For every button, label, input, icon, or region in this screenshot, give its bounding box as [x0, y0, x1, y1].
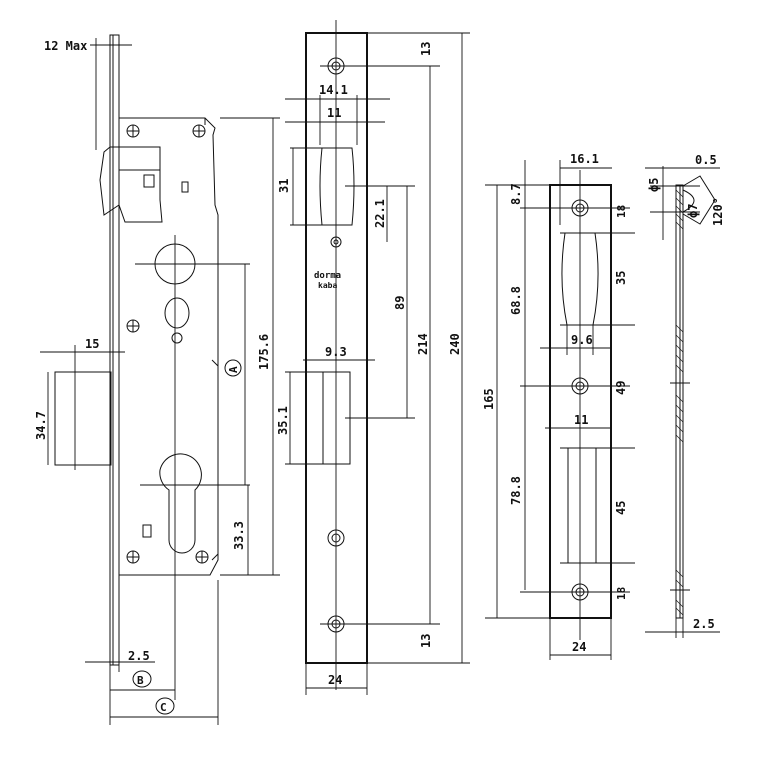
faceplate-lower-screw	[327, 529, 345, 547]
dim-plate-width: 24	[328, 673, 342, 687]
dim-top-hole: 13	[419, 42, 433, 56]
dim-side-thickness: 2.5	[693, 617, 715, 631]
dim-latch-width-inner: 11	[327, 106, 341, 120]
dim-latch-gap: 35	[614, 271, 628, 285]
strike-plate-view: 16.1 165 8.7 18 35 68.8 9.6 49	[482, 152, 635, 660]
strike-top-hole	[571, 199, 589, 217]
dim-latch-height: 34.7	[34, 411, 48, 440]
dim-latch-to-spindle: 22.1	[373, 199, 387, 228]
dim-strike-width-top: 16.1	[570, 152, 599, 166]
ref-b-label: B	[137, 674, 144, 687]
dim-latch-offset: 15	[85, 337, 99, 351]
dim-bolt-length: 35.1	[276, 406, 290, 435]
dim-countersink-dia: ϕ7	[686, 204, 700, 218]
dim-bolt-width: 9.3	[325, 345, 347, 359]
dim-offset: 0.5	[695, 153, 717, 167]
dim-faceplate-thickness: 2.5	[128, 649, 150, 663]
dim-hole-to-hole: 214	[416, 333, 430, 355]
dim-strike-width: 24	[572, 640, 586, 654]
lock-faceplate-strip	[109, 34, 120, 666]
dim-overall-length: 240	[448, 333, 462, 355]
ref-c-label: C	[160, 701, 167, 714]
strike-plate-outline	[549, 184, 612, 619]
faceplate-outline	[305, 32, 368, 664]
dim-strike-overall: 165	[482, 388, 496, 410]
dim-spindle-to-bolt: 89	[393, 296, 407, 310]
faceplate-front-view: 13 14.1 11 31 22.1 dorma kaba 89 9.3	[276, 20, 470, 695]
dim-cyl-center: 33.3	[232, 521, 246, 550]
cylinder-cutout	[159, 453, 202, 554]
dim-bolt-opening-width: 11	[574, 413, 588, 427]
faceplate-mid-screw	[330, 236, 342, 248]
dim-strike-bottom-hole: 18	[615, 587, 628, 600]
strike-side-section: ϕ5 ϕ7 0.5 120° 2.5	[645, 153, 725, 638]
faceplate-latch	[319, 147, 355, 226]
dim-case-height: 175.6	[257, 334, 271, 370]
dim-hole-dia: ϕ5	[647, 178, 661, 192]
dim-bottom-hole: 13	[419, 634, 433, 648]
dim-bolt-opening: 78.8	[509, 476, 523, 505]
dim-latch-opening: 68.8	[509, 286, 523, 315]
dim-center-hole: 49	[614, 381, 628, 395]
dim-angle: 120°	[711, 197, 725, 226]
strike-bolt-opening	[567, 447, 597, 564]
dim-latch-width-outer: 14.1	[319, 83, 348, 97]
dim-latch-opening-width: 9.6	[571, 333, 593, 347]
latch-bolt	[99, 146, 163, 223]
ref-a-label: A	[227, 366, 240, 373]
dim-hole-to-latch: 18	[615, 205, 628, 218]
brand-line1: dorma	[314, 271, 341, 281]
brand-line2: kaba	[318, 281, 337, 290]
lock-case	[118, 117, 219, 576]
dim-latch-length: 31	[277, 179, 291, 193]
dim-max-thickness: 12 Max	[44, 39, 87, 53]
dim-bolt-gap: 45	[614, 501, 628, 515]
lock-body-view: 12 Max 15 34.7 175.6 A 33.3 2.5 B	[34, 34, 280, 725]
case-screws	[126, 124, 209, 564]
dim-strike-top-hole: 8.7	[509, 183, 523, 205]
latch-opening-side	[54, 371, 112, 466]
